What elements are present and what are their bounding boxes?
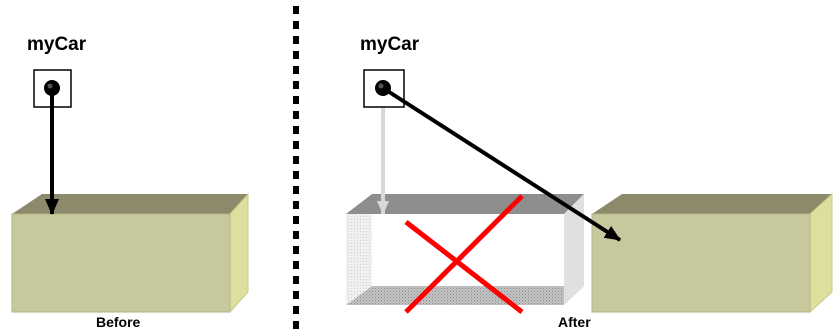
old-box-left-face — [346, 194, 372, 305]
old-box-right-face — [564, 194, 584, 305]
after-panel — [346, 69, 833, 314]
before-caption: Before — [96, 314, 141, 330]
before-variable-label: myCar — [27, 34, 87, 55]
old-object-box — [346, 194, 584, 305]
dot-highlight — [378, 83, 384, 89]
old-box-top-face — [346, 194, 584, 214]
after-variable-label: myCar — [360, 34, 420, 55]
box-front-face — [11, 213, 231, 313]
before-object-box — [11, 192, 249, 314]
old-box-floor — [346, 286, 584, 305]
before-panel — [11, 69, 249, 314]
box-top-face — [12, 194, 248, 214]
box-front-face — [591, 213, 811, 313]
box-side-face — [229, 192, 249, 314]
red-x-icon — [404, 194, 524, 314]
new-object-box — [591, 192, 833, 314]
box-side-face — [809, 192, 833, 314]
reference-dot-icon — [44, 80, 60, 96]
new-reference-arrow — [384, 88, 622, 242]
dot-highlight — [47, 83, 53, 89]
after-caption: After — [558, 314, 591, 330]
box-top-face — [592, 194, 832, 214]
